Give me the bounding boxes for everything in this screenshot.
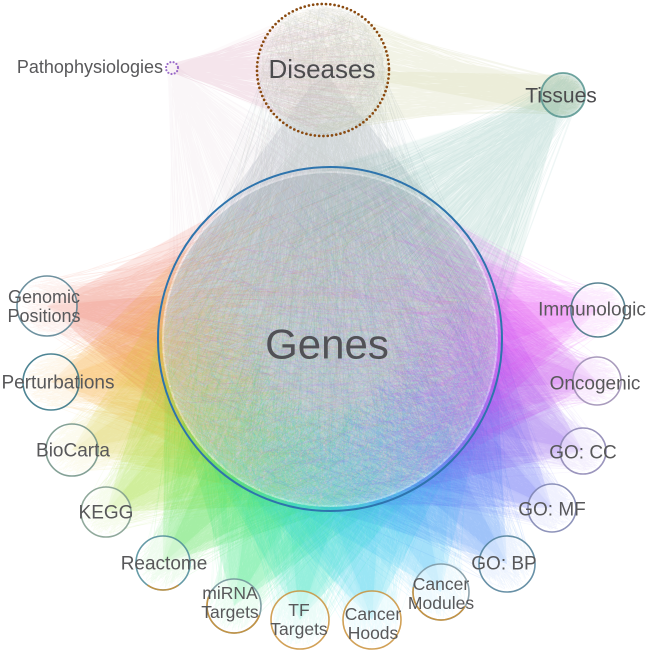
svg-text:Modules: Modules: [408, 593, 474, 613]
svg-text:Targets: Targets: [201, 602, 259, 622]
svg-text:Diseases: Diseases: [269, 54, 376, 84]
svg-text:KEGG: KEGG: [79, 503, 134, 524]
svg-text:Oncogenic: Oncogenic: [550, 374, 641, 395]
svg-text:Tissues: Tissues: [525, 85, 597, 108]
svg-text:Cancer: Cancer: [345, 604, 402, 624]
svg-text:GO: CC: GO: CC: [549, 443, 617, 464]
svg-text:Pathophysiologies: Pathophysiologies: [17, 57, 163, 77]
svg-text:Targets: Targets: [270, 619, 328, 639]
svg-text:Genomic: Genomic: [8, 287, 80, 307]
svg-text:Genes: Genes: [265, 321, 389, 368]
svg-text:Hoods: Hoods: [348, 623, 399, 643]
svg-text:Cancer: Cancer: [413, 574, 470, 594]
svg-text:GO: MF: GO: MF: [518, 500, 586, 521]
svg-text:Positions: Positions: [7, 306, 80, 326]
svg-text:Perturbations: Perturbations: [1, 373, 114, 394]
svg-text:BioCarta: BioCarta: [36, 441, 110, 462]
svg-text:miRNA: miRNA: [202, 583, 258, 603]
svg-text:Reactome: Reactome: [121, 554, 208, 575]
svg-text:Immunologic: Immunologic: [538, 300, 646, 321]
svg-text:TF: TF: [288, 600, 309, 620]
svg-text:GO: BP: GO: BP: [471, 554, 536, 575]
